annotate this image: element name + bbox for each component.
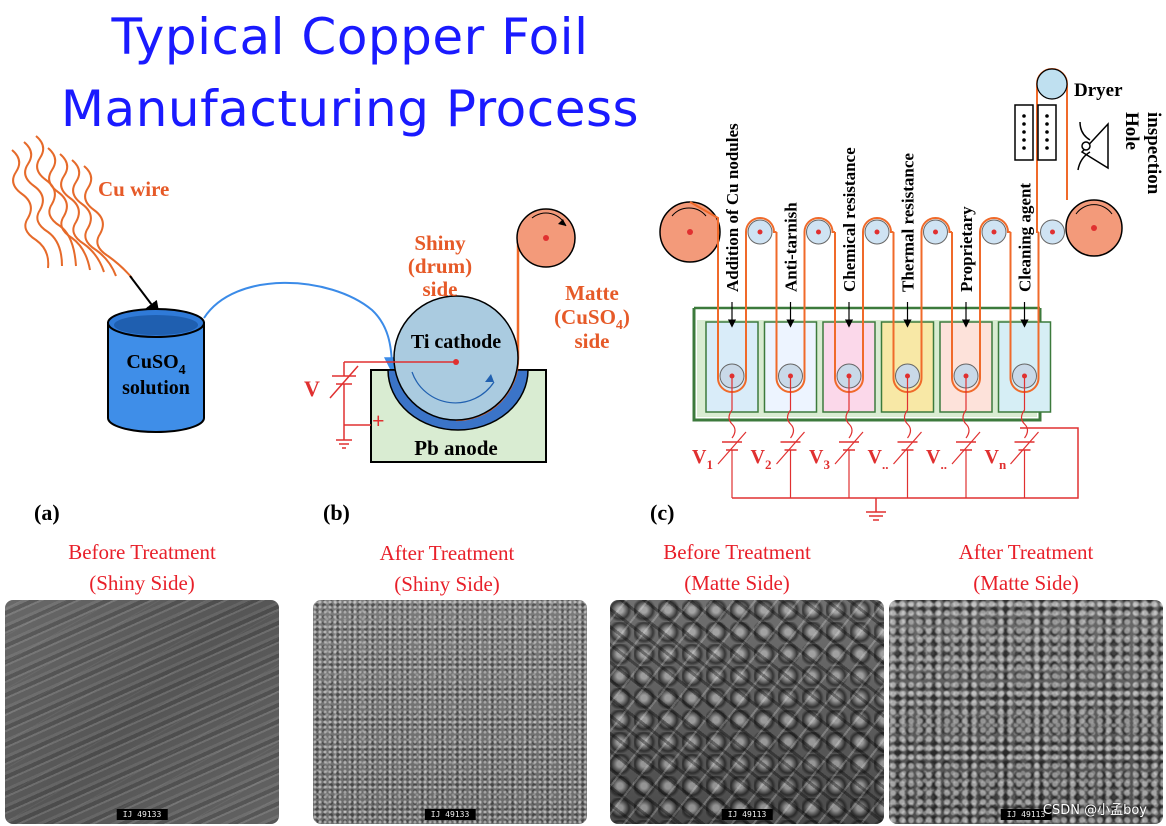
stage-label: Thermal resistance (899, 153, 918, 292)
micrograph-4-caption: After Treatment(Matte Side) (958, 540, 1094, 595)
power-supply (329, 362, 371, 449)
treatment-tank (763, 219, 831, 498)
svg-text:side: side (574, 329, 609, 353)
plus-sign: + (372, 408, 385, 433)
voltage-label: V2 (751, 446, 772, 472)
process-diagram: Cu wire CuSO4 solution (11, 68, 1164, 521)
page-title: Typical Copper Foil (111, 8, 589, 66)
stage-label: Anti-tarnish (782, 202, 801, 292)
cuso4-tank (107, 308, 205, 433)
treatment-tank (997, 219, 1065, 498)
micrograph-shiny-before: IJ 49133 (5, 600, 279, 824)
shiny-side-label: Shiny (drum) side (408, 231, 472, 301)
panel-c-label: (c) (650, 500, 675, 525)
output-roller (516, 208, 576, 268)
micrograph-1-caption: Before Treatment(Shiny Side) (68, 540, 216, 595)
matte-side-label: Matte (CuSO4) side (554, 281, 630, 353)
panel-a-diagram: Cu wire CuSO4 solution (11, 135, 400, 433)
wire-feed-arrow (129, 275, 160, 316)
treatment-tank (822, 219, 890, 498)
hole-inspection-label: Hole inspection (1121, 112, 1164, 195)
dryer-label: Dryer (1074, 80, 1123, 101)
treatment-tank (880, 219, 948, 498)
stage-label: Proprietary (957, 206, 976, 292)
stage-label: Cleaning agent (1016, 183, 1035, 292)
voltage-label: V3 (809, 446, 830, 472)
ti-cathode-drum (393, 295, 519, 421)
take-up-roller (1065, 199, 1123, 257)
voltage-label: V.. (868, 446, 889, 472)
hole-inspection-eye (1077, 121, 1109, 171)
scale-bar: IJ 49133 (116, 809, 168, 820)
drum-rotation-arrow (411, 371, 495, 404)
scale-bar: IJ 49113 (721, 809, 773, 820)
feed-roller (659, 201, 721, 263)
cathode-label: Ti cathode (411, 331, 501, 353)
micrograph-2-caption: After Treatment(Shiny Side) (379, 541, 515, 596)
dryer: Dryer (1014, 68, 1123, 161)
cu-wire-label: Cu wire (98, 177, 169, 201)
micrograph-3-caption: Before Treatment(Matte Side) (663, 540, 811, 595)
page-subtitle: Manufacturing Process (60, 80, 640, 138)
panel-b-label: (b) (323, 500, 350, 525)
svg-text:Matte: Matte (565, 281, 619, 305)
panel-b-diagram: V + Ti cathode Pb anode Shiny (drum) sid… (304, 208, 630, 463)
svg-text:side: side (422, 277, 457, 301)
svg-text:inspection: inspection (1143, 112, 1164, 195)
voltage-label: V.. (926, 446, 947, 472)
voltage-label: V (304, 376, 320, 401)
panel-c-diagram: Addition of Cu nodules Anti-tarnish Chemic… (659, 68, 1164, 521)
cu-wire-coils (11, 135, 133, 279)
stage-label: Addition of Cu nodules (723, 123, 742, 292)
scale-bar: IJ 49113 (1000, 809, 1052, 820)
watermark: CSDN @小孟boy (1042, 803, 1147, 818)
svg-text:(CuSO4): (CuSO4) (554, 305, 630, 333)
voltage-label: Vn (985, 446, 1007, 472)
solution-label: CuSO4 (126, 351, 185, 378)
anode-label: Pb anode (414, 436, 497, 460)
scale-bar: IJ 49133 (424, 809, 476, 820)
micrograph-shiny-after: IJ 49133 (313, 600, 587, 824)
treatment-tank (705, 219, 773, 498)
svg-text:Shiny: Shiny (414, 231, 466, 255)
voltage-label: V1 (692, 446, 713, 472)
panel-a-label: (a) (34, 500, 60, 525)
treatment-tank (939, 219, 1007, 498)
solution-transfer-tube (203, 281, 400, 374)
micrograph-matte-before: IJ 49113 (610, 600, 884, 824)
svg-text:(drum): (drum) (408, 254, 472, 278)
svg-text:Hole: Hole (1121, 112, 1142, 150)
solution-label-line2: solution (122, 377, 190, 399)
stage-label: Chemical resistance (840, 147, 859, 292)
